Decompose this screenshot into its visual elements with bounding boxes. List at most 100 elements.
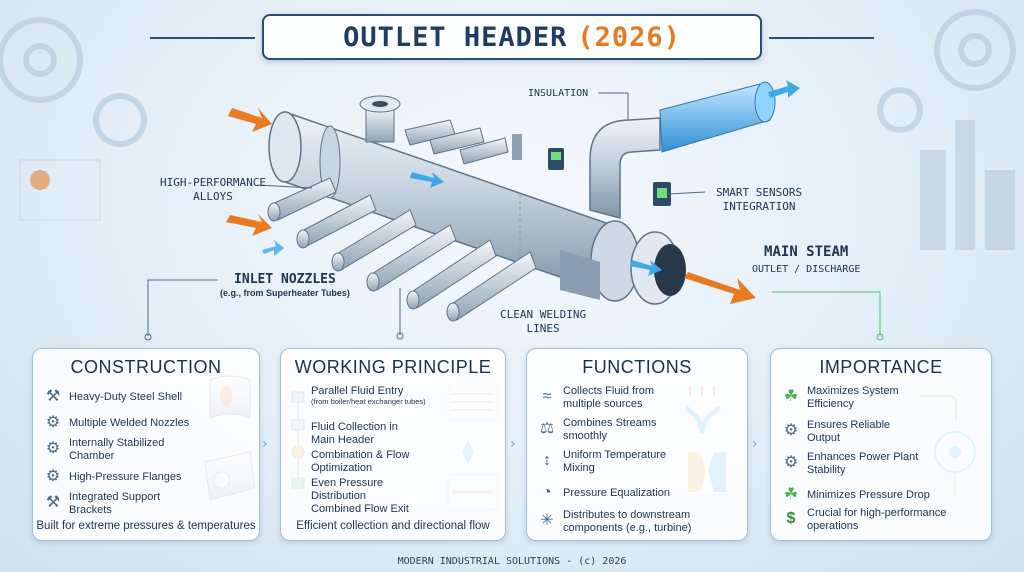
chart-decoration-icon (19, 159, 101, 221)
working-item-label: Fluid Collection in Main Header (311, 421, 398, 446)
chevron-right-icon: › (752, 436, 758, 452)
callout-sensors: SMART SENSORS INTEGRATION (716, 186, 802, 214)
callout-insulation: INSULATION (528, 88, 588, 101)
functions-item-label: Combines Streams smoothly (563, 417, 657, 442)
leaf-hand-icon: ☘ (783, 388, 799, 406)
chevron-right-icon: › (510, 436, 516, 452)
callout-alloys: HIGH-PERFORMANCE ALLOYS (160, 176, 266, 204)
importance-heading: IMPORTANCE (819, 357, 943, 377)
construction-footer: Built for extreme pressures & temperatur… (36, 520, 256, 532)
importance-item-label: Crucial for high-performance operations (807, 507, 947, 532)
gear-icon: ⚙ (45, 413, 61, 431)
flow-lines-icon: ≈ (542, 388, 552, 406)
callout-sensors-line2: INTEGRATION (722, 199, 796, 213)
gauge-icon: ◔ (542, 483, 552, 501)
functions-item-3: ↕ Uniform Temperature Mixing (537, 449, 677, 474)
callout-alloys-line1: HIGH-PERFORMANCE (160, 176, 266, 189)
blue-flow-arrows (262, 80, 800, 276)
callout-main-steam: MAIN STEAM OUTLET / DISCHARGE (752, 244, 860, 276)
leader-lines (147, 92, 881, 336)
gear-decoration-left-icon (0, 17, 147, 147)
construction-item-5: ⚒ Integrated Support Brackets (43, 491, 183, 516)
title-main: OUTLET HEADER (343, 21, 568, 53)
callout-welding-line1: CLEAN WELDING (500, 308, 587, 321)
gear-decoration-right-icon (877, 9, 1016, 133)
gear-icon: ⚙ (45, 467, 61, 485)
money-bag-icon: $ (786, 510, 796, 528)
importance-item-label: Maximizes System Efficiency (807, 385, 899, 410)
thermometer-icon: ↕ (543, 452, 551, 470)
callout-inlet-text: INLET NOZZLES (234, 272, 336, 287)
construction-item-label: Internally Stabilized Chamber (69, 437, 165, 462)
construction-item-label: Integrated Support Brackets (69, 491, 161, 516)
gear-icon: ⚙ (45, 440, 61, 458)
page-footer: MODERN INDUSTRIAL SOLUTIONS - (c) 2026 (397, 556, 627, 567)
importance-item-label: Minimizes Pressure Drop (807, 488, 930, 501)
working-item-label: Combined Flow Exit (311, 503, 409, 515)
functions-heading: FUNCTIONS (582, 357, 692, 377)
panel-working-principle: WORKING PRINCIPLE Parallel Fluid Entry (… (280, 348, 506, 541)
callout-main-steam-text: MAIN STEAM (764, 244, 849, 260)
callout-welding-line2: LINES (526, 321, 560, 335)
title-line-left (150, 37, 255, 39)
construction-item-label: Multiple Welded Nozzles (69, 416, 190, 429)
construction-item-1: ⚒ Heavy-Duty Steel Shell (43, 387, 182, 407)
gear-icon: ⚙ (783, 422, 799, 440)
inlet-nozzles (267, 119, 537, 322)
construction-item-3: ⚙ Internally Stabilized Chamber (43, 437, 183, 462)
functions-item-1: ≈ Collects Fluid from multiple sources (537, 385, 677, 410)
chevron-right-icon: › (262, 436, 268, 452)
panel-construction: CONSTRUCTION ⚒ Heavy-Duty Steel Shell ⚙ … (32, 348, 260, 541)
working-item-3: Combination & Flow Optimization (311, 449, 421, 474)
importance-item-3: ⚙ Enhances Power Plant Stability (781, 451, 931, 476)
importance-item-label: Enhances Power Plant Stability (807, 451, 919, 476)
working-item-2: Fluid Collection in Main Header (311, 421, 421, 446)
working-item-label: Combination & Flow Optimization (311, 449, 410, 474)
functions-item-label: Uniform Temperature Mixing (563, 449, 667, 474)
functions-item-2: ⚖ Combines Streams smoothly (537, 417, 677, 442)
title-line-right (769, 37, 874, 39)
gear-icon: ⚙ (783, 454, 799, 472)
working-item-4: Even Pressure Distribution (311, 477, 421, 502)
callout-insulation-text: INSULATION (528, 88, 589, 99)
plant-hand-icon: ☘ (783, 485, 799, 503)
outlet-elbow-pipe (589, 81, 776, 219)
callout-inlet: INLET NOZZLES (e.g., from Superheater Tu… (220, 272, 350, 300)
importance-item-label: Ensures Reliable Output (807, 419, 891, 444)
working-heading: WORKING PRINCIPLE (294, 357, 492, 377)
factory-decoration-icon (920, 120, 1015, 250)
smart-sensor-icon (512, 134, 671, 206)
callout-welding: CLEAN WELDING LINES (500, 308, 586, 336)
construction-item-4: ⚙ High-Pressure Flanges (43, 467, 182, 487)
panel-importance: IMPORTANCE ☘ Maximizes System Efficiency… (770, 348, 992, 541)
page-title: OUTLET HEADER (2026) (262, 14, 762, 60)
working-item-label: Parallel Fluid Entry (311, 385, 404, 397)
flow-arrows (226, 108, 756, 304)
panel-functions: FUNCTIONS ≈ Collects Fluid from multiple… (526, 348, 748, 541)
working-footer: Efficient collection and directional flo… (296, 520, 490, 532)
distribute-icon: ✳ (540, 512, 554, 530)
working-item-label: Even Pressure Distribution (311, 477, 384, 502)
functions-item-label: Collects Fluid from multiple sources (563, 385, 655, 410)
functions-item-4: ◔ Pressure Equalization (537, 483, 687, 503)
construction-item-2: ⚙ Multiple Welded Nozzles (43, 413, 189, 433)
importance-item-1: ☘ Maximizes System Efficiency (781, 385, 911, 410)
callout-main-steam-sub: OUTLET / DISCHARGE (752, 263, 861, 275)
working-item-1: Parallel Fluid Entry (from boiler/heat e… (311, 385, 441, 406)
importance-item-4: ☘ Minimizes Pressure Drop (781, 485, 941, 505)
callout-sensors-line1: SMART SENSORS (716, 186, 803, 199)
construction-item-label: Heavy-Duty Steel Shell (69, 390, 183, 403)
importance-item-5: $ Crucial for high-performance operation… (781, 507, 971, 532)
construction-item-label: High-Pressure Flanges (69, 470, 182, 483)
wrench-screwdriver-icon: ⚒ (45, 494, 61, 512)
callout-inlet-sub: (e.g., from Superheater Tubes) (220, 288, 350, 299)
callout-alloys-line2: ALLOYS (193, 189, 233, 203)
functions-item-5: ✳ Distributes to downstream components (… (537, 509, 697, 534)
working-item-5: Combined Flow Exit (311, 503, 451, 516)
functions-item-label: Distributes to downstream components (e.… (563, 509, 692, 534)
balance-scale-icon: ⚖ (539, 420, 555, 438)
title-year: (2026) (577, 21, 681, 53)
wrench-screwdriver-icon: ⚒ (45, 387, 61, 405)
working-item-note: (from boiler/heat exchanger tubes) (311, 396, 426, 406)
construction-heading: CONSTRUCTION (70, 357, 222, 377)
